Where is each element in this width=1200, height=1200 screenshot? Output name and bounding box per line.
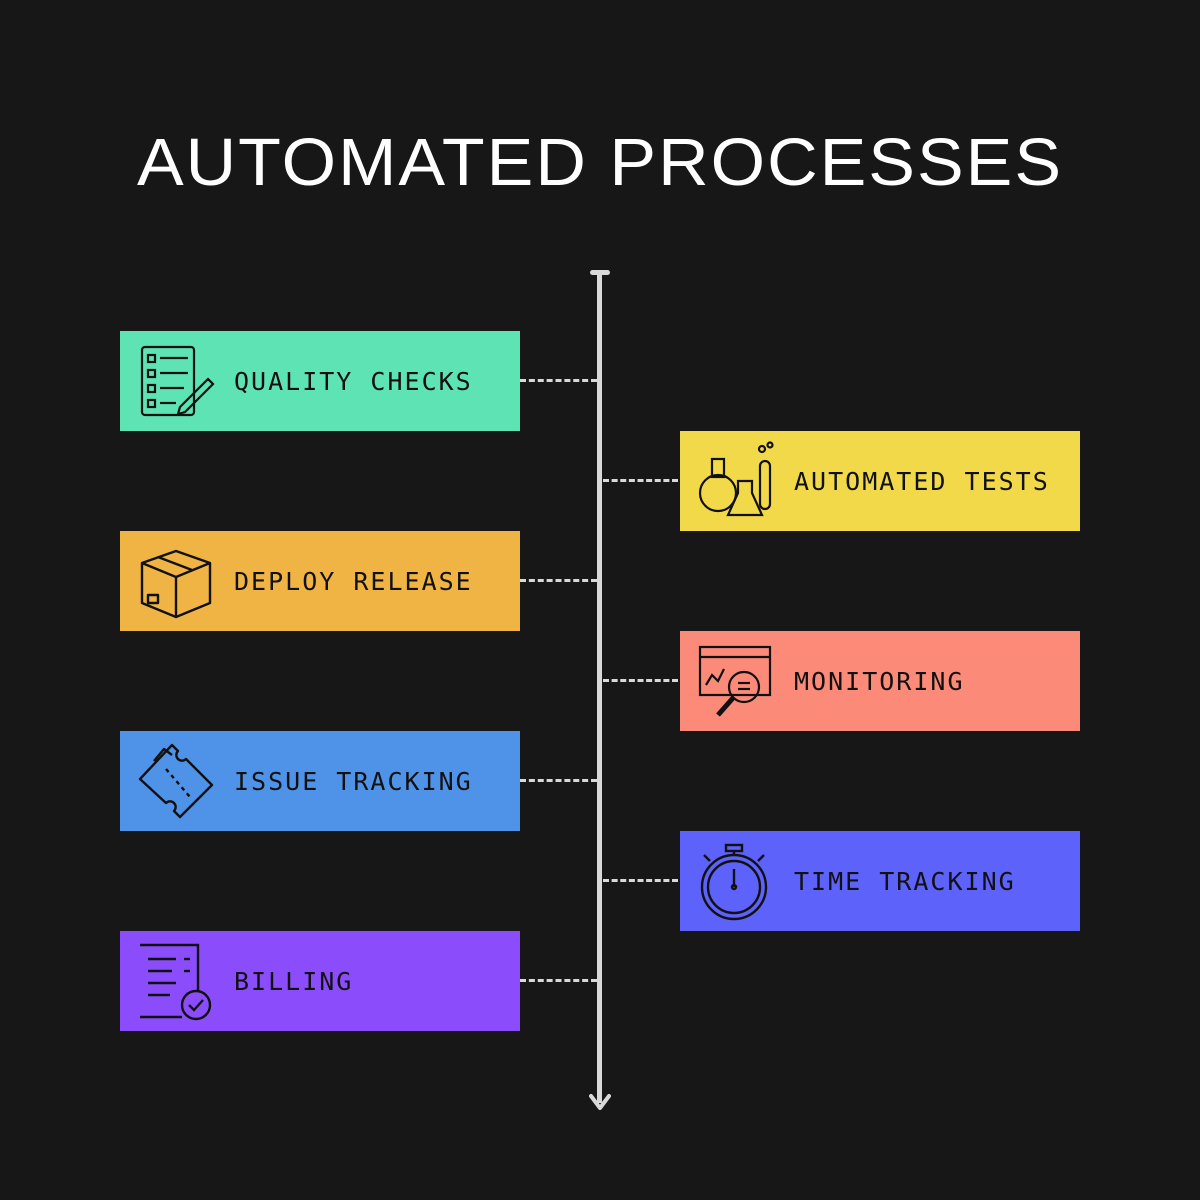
package-box-icon bbox=[136, 541, 216, 621]
connector-dash bbox=[520, 779, 597, 782]
timeline-axis bbox=[597, 273, 602, 1103]
page-title: AUTOMATED PROCESSES bbox=[136, 124, 1064, 200]
card-label: TIME TRACKING bbox=[794, 866, 1016, 896]
card-quality-checks: QUALITY CHECKS bbox=[120, 331, 520, 431]
connector-dash bbox=[603, 879, 678, 882]
connector-dash bbox=[520, 379, 597, 382]
connector-dash bbox=[603, 479, 678, 482]
card-monitoring: MONITORING bbox=[680, 631, 1080, 731]
card-label: ISSUE TRACKING bbox=[234, 766, 473, 796]
card-issue-tracking: ISSUE TRACKING bbox=[120, 731, 520, 831]
connector-dash bbox=[603, 679, 678, 682]
timeline-axis-cap bbox=[590, 270, 610, 275]
stopwatch-icon bbox=[696, 841, 776, 921]
card-label: DEPLOY RELEASE bbox=[234, 566, 473, 596]
card-time-tracking: TIME TRACKING bbox=[680, 831, 1080, 931]
connector-dash bbox=[520, 579, 597, 582]
card-label: AUTOMATED TESTS bbox=[794, 466, 1050, 496]
connector-dash bbox=[520, 979, 597, 982]
checklist-icon bbox=[136, 341, 216, 421]
card-deploy-release: DEPLOY RELEASE bbox=[120, 531, 520, 631]
card-label: QUALITY CHECKS bbox=[234, 366, 473, 396]
card-billing: BILLING bbox=[120, 931, 520, 1031]
arrow-down-icon bbox=[589, 1094, 611, 1110]
monitor-magnifier-icon bbox=[696, 641, 776, 721]
ticket-icon bbox=[136, 741, 216, 821]
card-label: MONITORING bbox=[794, 666, 965, 696]
card-label: BILLING bbox=[234, 966, 354, 996]
card-automated-tests: AUTOMATED TESTS bbox=[680, 431, 1080, 531]
invoice-check-icon bbox=[136, 941, 216, 1021]
lab-flask-icon bbox=[696, 441, 776, 521]
